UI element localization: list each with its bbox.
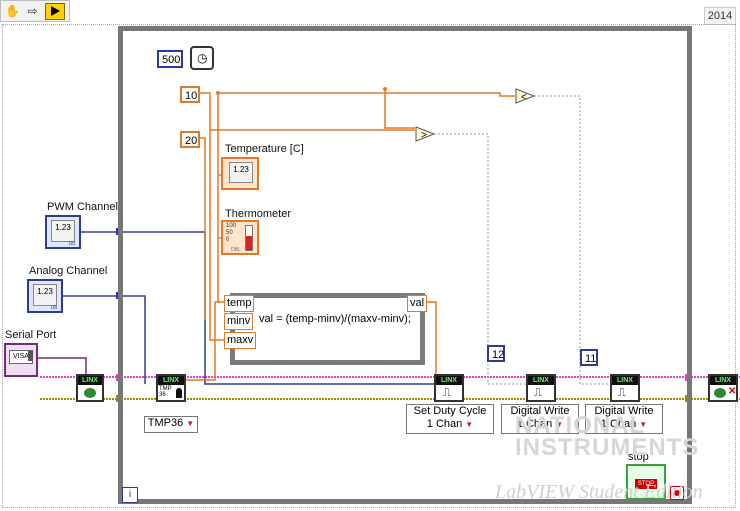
linx-close-node[interactable]: LINX ✕	[708, 374, 738, 402]
duty-cycle-selector[interactable]: Set Duty Cycle 1 Chan▼	[406, 404, 494, 434]
stop-button[interactable]: STOP	[626, 464, 666, 500]
formula-output-val[interactable]: val	[407, 295, 428, 312]
svg-text:<: <	[521, 92, 527, 103]
run-button[interactable]	[45, 3, 65, 20]
formula-input-maxv[interactable]: maxv	[224, 332, 257, 349]
temperature-indicator[interactable]: 1.23	[221, 157, 259, 190]
linx-close-icon	[714, 388, 726, 398]
digital-write-a-selector[interactable]: Digital Write 1 Chan▼	[501, 404, 579, 434]
visa-resource: VISA	[9, 350, 33, 364]
ni-watermark: NATIONAL INSTRUMENTS	[515, 412, 700, 461]
dropdown-arrow-icon: ▼	[555, 420, 564, 429]
analog-channel-control[interactable]: 1.23 U8	[27, 279, 63, 313]
formula-node[interactable]: val = (temp-minv)/(maxv-minv);	[230, 293, 425, 365]
min-temp-constant[interactable]: 20	[180, 131, 200, 148]
pwm-wave-icon: ⎍	[443, 387, 451, 399]
digital-wave-icon: ⎍	[618, 387, 626, 399]
loop-condition-terminal[interactable]	[670, 486, 684, 500]
dropdown-icon	[28, 351, 33, 361]
formula-expression: val = (temp-minv)/(maxv-minv);	[259, 313, 411, 325]
dropdown-arrow-icon: ▼	[186, 419, 195, 428]
less-than-node[interactable]: <	[515, 88, 535, 104]
thermometer-indicator[interactable]: 100 50 0 DBL	[221, 220, 259, 255]
diagram-frame	[2, 24, 736, 508]
pwm-readout: 1.23	[51, 220, 75, 242]
version-badge: 2014	[704, 7, 736, 25]
analog-channel-label: Analog Channel	[29, 265, 108, 277]
wait-timer-node[interactable]: ◷	[190, 46, 214, 70]
linx-open-node[interactable]: LINX	[76, 374, 104, 402]
stop-condition-icon	[674, 490, 680, 496]
hand-icon[interactable]: ✋	[5, 4, 20, 18]
iteration-terminal: i	[122, 487, 138, 503]
thermometer-tube	[245, 225, 253, 251]
serial-port-control[interactable]: VISA	[4, 343, 38, 377]
digital-write-b-selector[interactable]: Digital Write 1 Chan▼	[585, 404, 663, 434]
pwm-channel-control[interactable]: 1.23 U8	[45, 215, 81, 249]
linx-pwm-node[interactable]: LINX ⎍	[434, 374, 464, 402]
temperature-label: Temperature [C]	[225, 143, 304, 155]
linx-open-icon	[84, 388, 96, 398]
dropdown-arrow-icon: ▼	[639, 420, 648, 429]
thermometer-label: Thermometer	[225, 208, 292, 220]
formula-input-temp[interactable]: temp	[224, 295, 255, 312]
formula-input-minv[interactable]: minv	[224, 313, 254, 330]
sensor-selector[interactable]: TMP36▼	[144, 416, 198, 433]
sensor-icon	[176, 388, 182, 398]
while-loop[interactable]	[118, 26, 692, 504]
toolbar: ✋ ⇨	[0, 0, 70, 22]
student-edition-watermark: LabVIEW Student Edition	[495, 481, 703, 503]
digital-wave-icon: ⎍	[534, 387, 542, 399]
arrow-right-icon[interactable]: ⇨	[27, 4, 38, 18]
pwm-channel-label: PWM Channel	[47, 201, 118, 213]
digital-pin-a-constant[interactable]: 12	[487, 345, 505, 362]
linx-tmp36-node[interactable]: LINX TMP 36	[156, 374, 186, 402]
temperature-readout: 1.23	[229, 162, 253, 183]
stop-button-face: STOP	[635, 479, 657, 489]
stop-label: stop	[628, 451, 649, 463]
wait-constant[interactable]: 500	[157, 50, 183, 68]
linx-digital-write-a-node[interactable]: LINX ⎍	[526, 374, 556, 402]
svg-text:>: >	[421, 130, 427, 141]
greater-than-node[interactable]: >	[415, 126, 435, 142]
serial-port-label: Serial Port	[5, 329, 57, 341]
dropdown-arrow-icon: ▼	[465, 420, 474, 429]
clock-icon: ◷	[197, 51, 208, 65]
analog-readout: 1.23	[33, 284, 57, 306]
linx-digital-write-b-node[interactable]: LINX ⎍	[610, 374, 640, 402]
digital-pin-b-constant[interactable]: 11	[580, 349, 598, 366]
max-temp-constant[interactable]: 10	[180, 86, 200, 103]
close-icon: ✕	[728, 386, 737, 397]
